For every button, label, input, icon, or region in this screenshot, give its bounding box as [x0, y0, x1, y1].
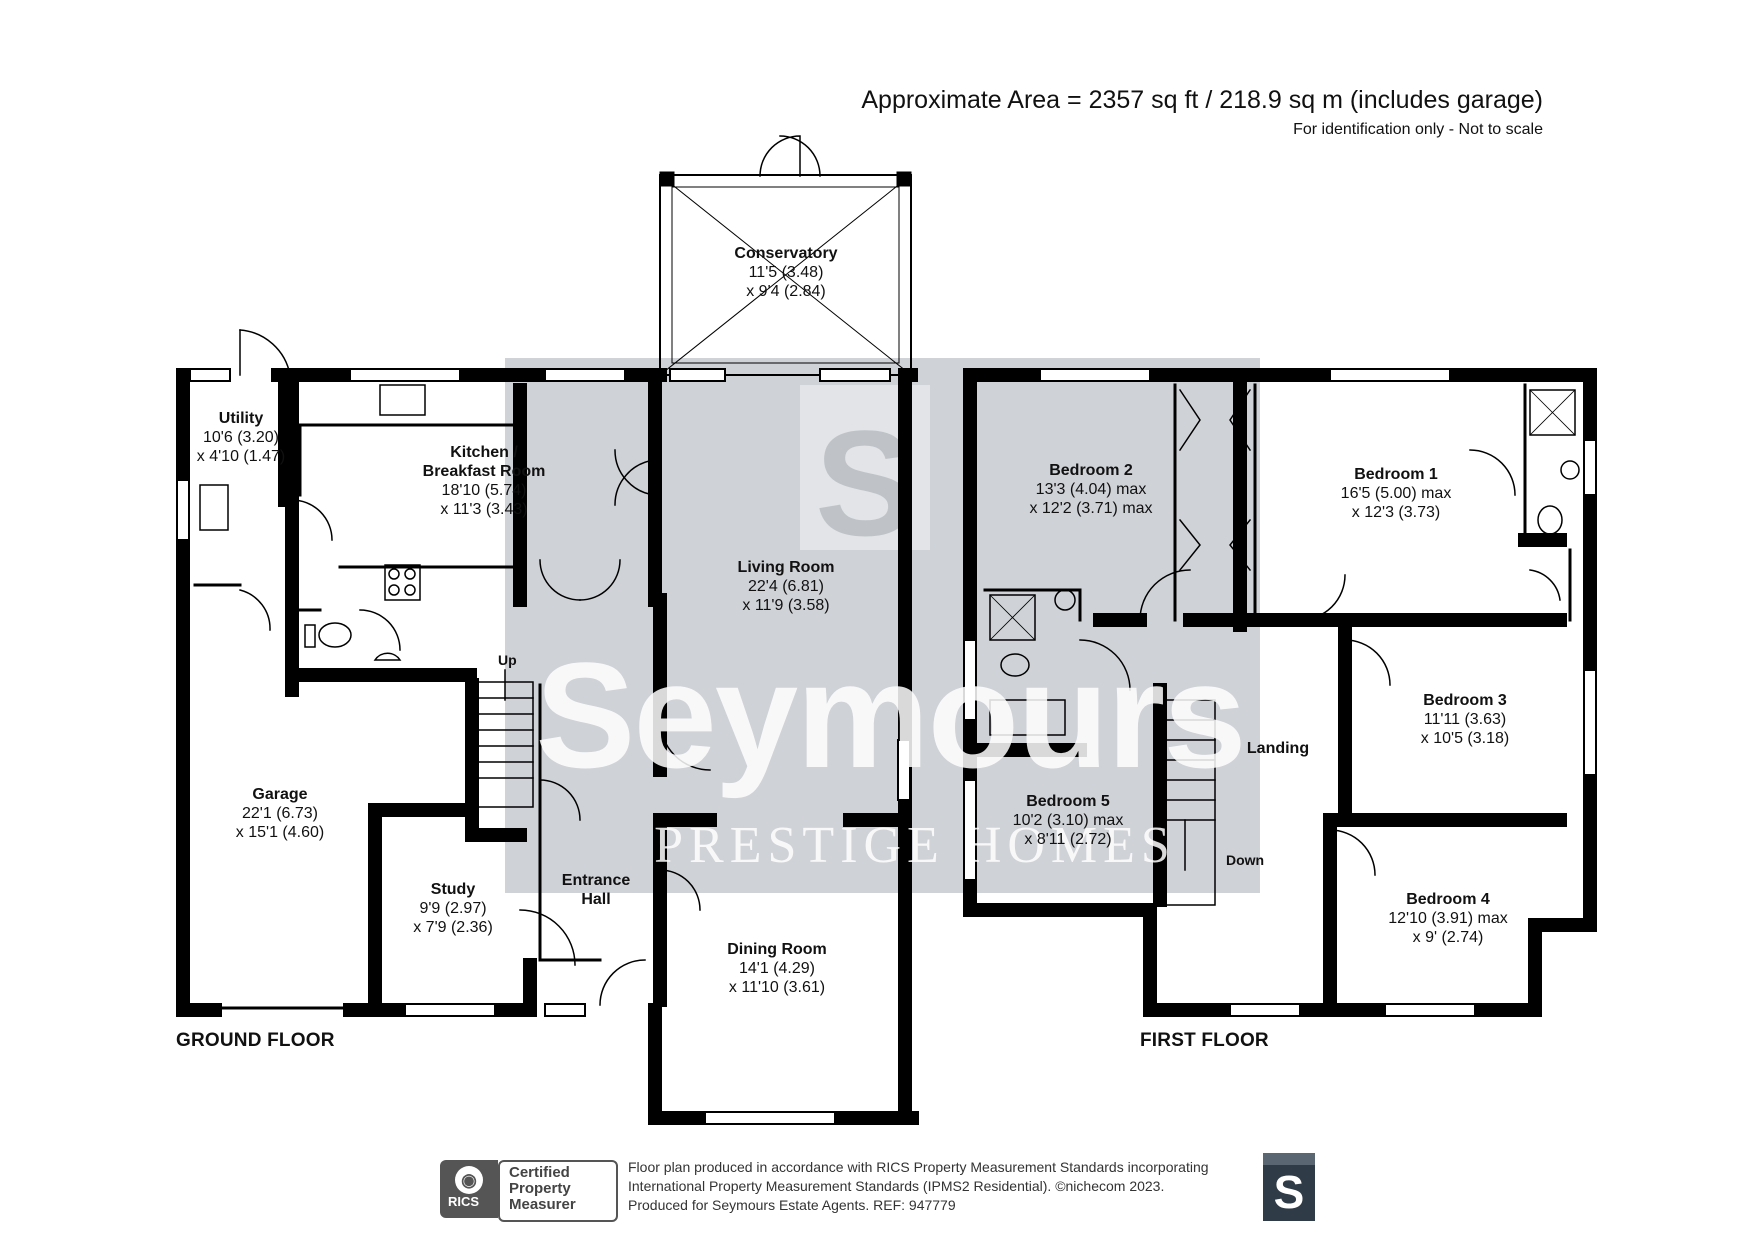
room-name: Conservatory [734, 245, 838, 262]
rics-label: RICS [448, 1194, 480, 1209]
room-bedroom-2: Bedroom 2 13'3 (4.04) max x 12'2 (3.71) … [1029, 461, 1152, 518]
first-floor-windows [963, 368, 1597, 1017]
room-bedroom-3: Bedroom 3 11'11 (3.63) x 10'5 (3.18) [1421, 691, 1509, 748]
room-name: Bedroom 3 [1423, 692, 1507, 709]
ground-floor-partitions [193, 423, 602, 1010]
stair-up-label: Up [498, 652, 517, 668]
rics-logo: ◉ RICS [440, 1160, 498, 1218]
room-dim: x 9' (2.74) [1412, 929, 1484, 946]
ground-floor-label: GROUND FLOOR [176, 1030, 335, 1051]
disclaimer: For identification only - Not to scale [1293, 121, 1543, 138]
room-dim: 13'3 (4.04) max [1035, 481, 1147, 498]
room-dim: 12'10 (3.91) max [1388, 910, 1508, 927]
certified-measurer-badge: Certified Property Measurer [498, 1160, 618, 1222]
room-name: Bedroom 1 [1354, 466, 1438, 483]
footer-line: Floor plan produced in accordance with R… [628, 1159, 1209, 1175]
room-dim: x 11'9 (3.58) [742, 597, 830, 614]
room-dim: 11'5 (3.48) [748, 264, 824, 281]
room-conservatory: Conservatory 11'5 (3.48) x 9'4 (2.84) [734, 244, 837, 301]
room-dim: 22'1 (6.73) [242, 805, 318, 822]
first-fixtures [989, 389, 1580, 736]
room-kitchen: Kitchen / Breakfast Room 18'10 (5.74) x … [423, 443, 546, 519]
room-dim: x 4'10 (1.47) [196, 448, 286, 465]
first-stairs [1154, 699, 1216, 906]
room-dim: 14'1 (4.29) [738, 960, 815, 977]
footer-disclaimer: Floor plan produced in accordance with R… [628, 1158, 1209, 1215]
cert-line: Property [509, 1180, 571, 1197]
footer-line: International Property Measurement Stand… [628, 1178, 1165, 1194]
room-landing: Landing [1247, 739, 1309, 758]
rics-emblem-icon: ◉ [455, 1166, 483, 1194]
room-name-2: Hall [581, 891, 611, 908]
stair-down-label: Down [1226, 852, 1265, 868]
logo-letter: S [1273, 1166, 1305, 1218]
ground-floor-windows [176, 368, 911, 1125]
watermark-brand: Seymours [535, 631, 1246, 799]
room-dim: x 12'3 (3.73) [1351, 504, 1441, 521]
room-bedroom-4: Bedroom 4 12'10 (3.91) max x 9' (2.74) [1388, 890, 1508, 947]
room-dim: 9'9 (2.97) [419, 900, 487, 917]
room-dim: x 10'5 (3.18) [1420, 730, 1510, 747]
room-dim: x 9'4 (2.84) [746, 283, 826, 300]
cert-line: Certified [509, 1164, 570, 1181]
seymours-logo: S [1263, 1153, 1315, 1221]
room-utility: Utility 10'6 (3.20) x 4'10 (1.47) [197, 409, 285, 466]
room-name: Bedroom 5 [1026, 793, 1110, 810]
room-dim: x 7'9 (2.36) [413, 919, 493, 936]
room-dim: x 11'10 (3.61) [728, 979, 826, 996]
room-living: Living Room 22'4 (6.81) x 11'9 (3.58) [738, 558, 835, 615]
first-floor-label: FIRST FLOOR [1140, 1030, 1269, 1051]
room-dim: x 11'3 (3.43) [440, 501, 528, 518]
conservatory-outline [659, 135, 912, 376]
first-floor-partitions [983, 383, 1572, 622]
room-dim: 10'6 (3.20) [203, 429, 279, 446]
room-dim: 11'11 (3.63) [1423, 711, 1507, 728]
room-name: Utility [218, 410, 264, 427]
room-dim: x 15'1 (4.60) [235, 824, 325, 841]
room-name: Bedroom 4 [1406, 891, 1490, 908]
room-dim: 10'2 (3.10) max [1012, 812, 1124, 829]
room-dim: x 12'2 (3.71) max [1029, 500, 1153, 517]
room-name: Garage [252, 786, 308, 803]
ground-stairs [477, 669, 534, 808]
room-bedroom-1: Bedroom 1 16'5 (5.00) max x 12'3 (3.73) [1341, 465, 1452, 522]
room-name: Bedroom 2 [1049, 462, 1133, 479]
room-dining: Dining Room 14'1 (4.29) x 11'10 (3.61) [727, 940, 827, 997]
room-name: Entrance [561, 872, 631, 889]
room-dim: 18'10 (5.74) [441, 482, 527, 499]
ground-doors [239, 329, 711, 1006]
room-dim: 16'5 (5.00) max [1340, 485, 1452, 502]
room-name: Study [430, 881, 476, 898]
room-dim: x 8'11 (2.72) [1024, 831, 1112, 848]
room-name: Living Room [737, 559, 835, 576]
watermark-subtitle: PRESTIGE HOMES [654, 817, 1176, 874]
room-name: Dining Room [727, 941, 827, 958]
room-dim: 22'4 (6.81) [747, 578, 824, 595]
room-name-2: Breakfast Room [422, 463, 546, 480]
footer-line: Produced for Seymours Estate Agents. REF… [628, 1197, 956, 1213]
room-name: Landing [1246, 740, 1310, 757]
room-bedroom-5: Bedroom 5 10'2 (3.10) max x 8'11 (2.72) [1013, 792, 1124, 849]
room-garage: Garage 22'1 (6.73) x 15'1 (4.60) [236, 785, 324, 842]
room-entrance-hall: Entrance Hall [562, 871, 630, 909]
approximate-area: Approximate Area = 2357 sq ft / 218.9 sq… [861, 86, 1543, 114]
first-doors [1079, 388, 1561, 876]
ground-fixtures [199, 384, 426, 661]
room-name: Kitchen / [450, 444, 518, 461]
cert-line: Measurer [509, 1196, 576, 1213]
room-study: Study 9'9 (2.97) x 7'9 (2.36) [413, 880, 493, 937]
